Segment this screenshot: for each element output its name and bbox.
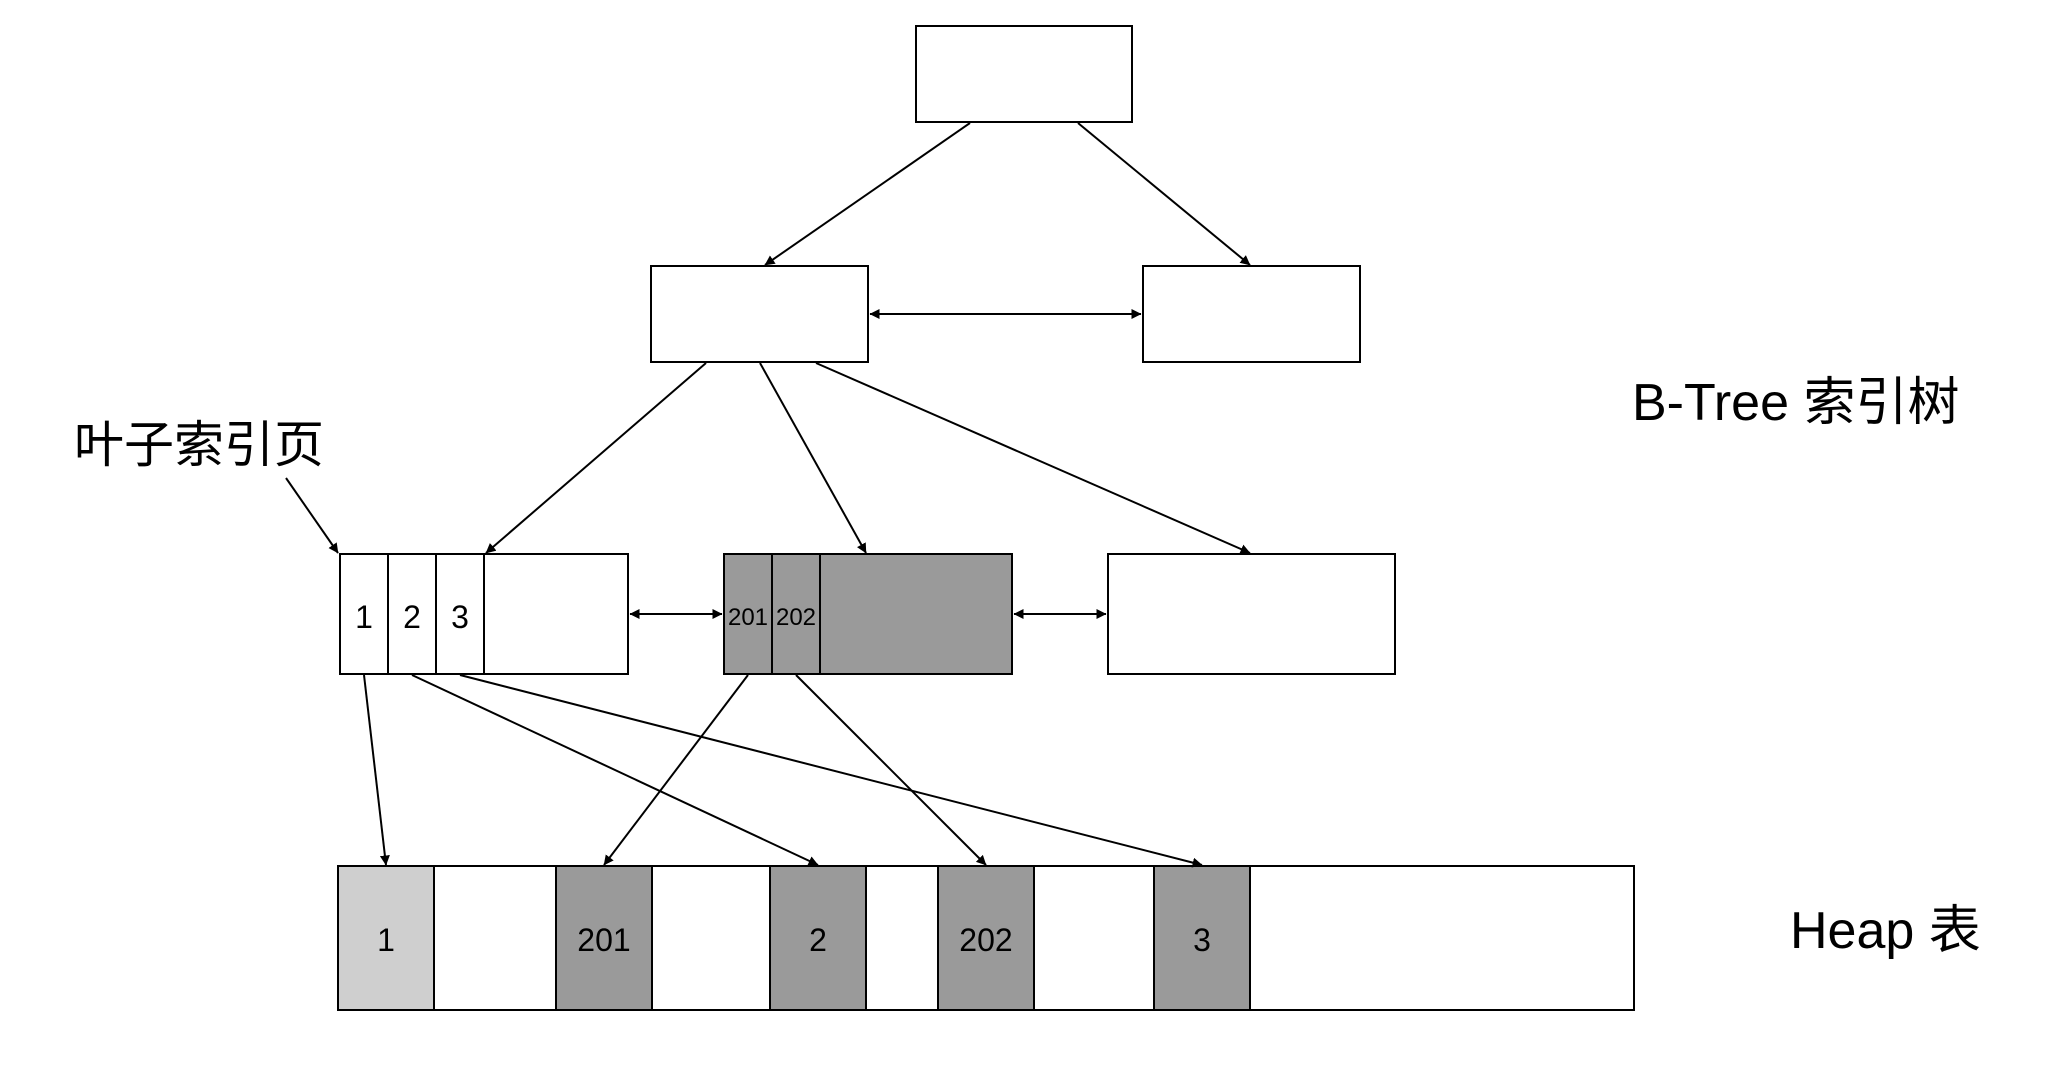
heap-cell-202: 202	[937, 865, 1035, 1011]
heap-cell-201: 201	[555, 865, 653, 1011]
heap-cell-3: 3	[1153, 865, 1251, 1011]
internal-node-left	[650, 265, 869, 363]
pointer-key-3	[459, 674, 1203, 868]
leaf-left-key-1: 1	[355, 599, 373, 635]
leaf-left-key-3: 3	[451, 599, 469, 635]
leaf-left-key-2: 2	[403, 599, 421, 635]
heap-cell-1-label: 1	[377, 922, 395, 958]
edge-label-to-leaf	[285, 477, 339, 554]
heap-cell-2-label: 2	[809, 922, 827, 958]
tree-edges	[285, 122, 1251, 619]
leaf-middle-key-201: 201	[728, 604, 768, 631]
pointer-key-202	[795, 674, 987, 866]
heap-cell-1: 1	[337, 865, 435, 1011]
leaf-node-right	[1107, 553, 1396, 675]
btree-label: B-Tree 索引树	[1632, 374, 1959, 432]
heap-cell-3-label: 3	[1193, 922, 1211, 958]
edge-internal-to-leaf-right	[815, 362, 1251, 554]
heap-pointers	[363, 674, 1203, 868]
heap-cell-201-label: 201	[577, 922, 630, 958]
edge-root-to-right	[1077, 122, 1251, 266]
heap-label: Heap 表	[1790, 902, 1981, 960]
leaf-middle-key-202: 202	[776, 604, 816, 631]
edge-root-to-left	[764, 122, 971, 266]
edge-internal-to-leaf-left	[485, 362, 707, 554]
internal-node-right	[1142, 265, 1361, 363]
leaf-page-label: 叶子索引页	[74, 417, 324, 473]
heap-cell-202-label: 202	[959, 922, 1012, 958]
leaf-node-middle: 201 202	[723, 553, 1013, 675]
pointer-key-2	[411, 674, 819, 866]
root-node	[915, 25, 1133, 123]
pointer-key-1	[363, 674, 390, 866]
heap-cell-2: 2	[769, 865, 867, 1011]
leaf-node-left: 1 2 3	[339, 553, 629, 675]
edge-internal-to-leaf-middle	[759, 362, 867, 554]
heap-table: 1 201 2 202 3	[337, 865, 1635, 1011]
pointer-key-201	[603, 674, 749, 866]
